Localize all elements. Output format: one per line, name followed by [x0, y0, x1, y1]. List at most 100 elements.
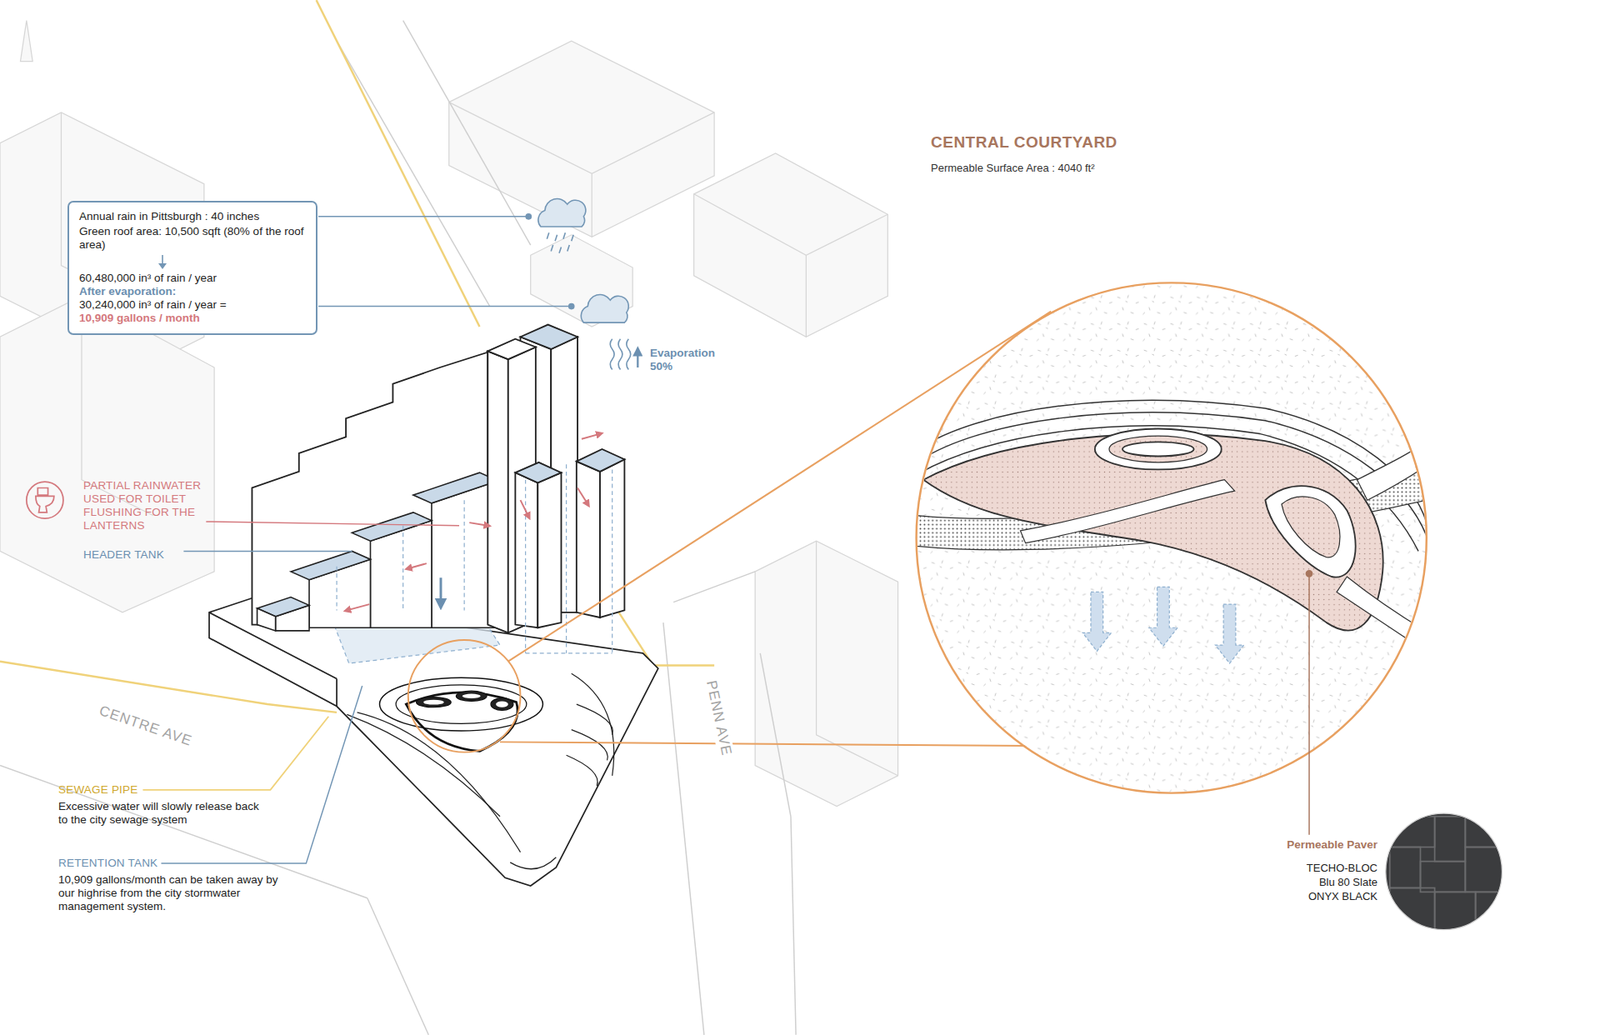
city-context — [591, 173, 593, 237]
city-context — [20, 20, 33, 62]
zoom-callout — [408, 640, 521, 753]
toilet-icon — [26, 481, 64, 519]
infiltration-arrows — [1149, 586, 1178, 646]
box-text: 60,480,000 in³ of rain / year — [79, 271, 306, 285]
courtyard-section — [916, 282, 1427, 793]
site-podium — [510, 857, 556, 870]
site-podium — [571, 730, 609, 761]
site-podium — [209, 597, 659, 887]
city-context — [449, 40, 715, 237]
rain-clouds — [580, 295, 629, 324]
courtyard — [380, 677, 544, 751]
courtyard — [495, 700, 509, 707]
material-label: Permeable Paver — [1191, 838, 1378, 852]
green-roof-steps — [290, 550, 371, 580]
site-podium — [576, 704, 614, 735]
green-roof-steps — [257, 608, 276, 631]
towers — [576, 461, 600, 618]
street-name: PENN AVE — [701, 676, 735, 760]
towers — [515, 472, 538, 628]
towers — [537, 472, 561, 628]
paver-leader — [1305, 570, 1312, 577]
retention-tank-label: RETENTION TANK — [58, 856, 158, 870]
sewage-pipe-label: SEWAGE PIPE — [58, 783, 138, 797]
courtyard — [416, 697, 452, 708]
label-leaders — [183, 550, 352, 552]
water-pipes — [335, 566, 337, 611]
paver-sample — [1435, 891, 1476, 933]
material-spec: Blu 80 Slate — [1191, 875, 1378, 890]
courtyard-section — [1095, 428, 1222, 470]
rain-clouds — [538, 198, 638, 370]
towers — [515, 462, 561, 483]
paver-sample — [1435, 816, 1466, 862]
box-text: After evaporation: — [79, 285, 306, 299]
courtyard — [455, 690, 487, 701]
city-context — [0, 295, 215, 613]
sewage-pipe-lines — [0, 0, 715, 713]
towers — [487, 339, 536, 360]
street-lines — [367, 898, 429, 1035]
toilet-icon — [26, 481, 64, 519]
street-lines — [663, 622, 705, 1035]
flow-arrows — [469, 522, 488, 526]
box-text: 10,909 gallons / month — [79, 311, 306, 325]
flow-arrows — [520, 500, 529, 517]
courtyard-section — [1281, 496, 1340, 558]
note-text: Excessive water will slowly release back… — [58, 800, 267, 827]
section-outline — [916, 282, 1427, 793]
courtyard-section — [1109, 435, 1208, 463]
water-pipes — [525, 652, 613, 654]
paver-sample — [1385, 813, 1506, 933]
flow-arrows — [346, 434, 600, 611]
rain-clouds — [636, 350, 639, 368]
paver-sample — [1390, 847, 1421, 889]
info-leaders — [318, 214, 575, 310]
info-leaders — [318, 215, 529, 218]
street-lines — [0, 20, 796, 1035]
street-name: CENTRE AVE — [94, 701, 196, 751]
zoom-callout — [500, 741, 1061, 746]
paver-sample — [1385, 813, 1503, 930]
info-box: Annual rain in Pittsburgh : 40 inchesGre… — [67, 200, 318, 335]
courtyard-section — [1122, 441, 1195, 456]
towers — [487, 325, 625, 634]
street-lines — [673, 571, 755, 603]
note-text: 10,909 gallons/month can be taken away b… — [58, 873, 292, 914]
evaporation-label: Evaporation 50% — [650, 346, 727, 374]
green-roof-steps — [351, 512, 432, 541]
paver-leader — [1305, 570, 1312, 835]
flow-arrows — [440, 577, 443, 605]
rain-clouds — [538, 198, 586, 227]
info-leaders — [525, 214, 531, 220]
flow-arrows — [581, 434, 600, 440]
courtyard-section — [916, 282, 1430, 793]
water-pipes — [611, 469, 613, 653]
paver-sample — [1390, 816, 1435, 848]
green-roof-steps — [413, 472, 499, 504]
area-note: Permeable Surface Area : 4040 ft² — [930, 161, 1095, 175]
water-pipes — [464, 500, 465, 610]
flow-arrows — [408, 563, 427, 569]
label-leaders — [160, 685, 362, 864]
infiltration-arrows — [1215, 604, 1244, 664]
infiltration-arrows — [1082, 591, 1111, 651]
site-podium — [209, 597, 659, 887]
city-context — [816, 540, 899, 776]
site-podium — [335, 678, 338, 706]
box-text: Annual rain in Pittsburgh : 40 inches — [79, 210, 306, 224]
courtyard — [423, 700, 444, 705]
paver-sample — [1385, 813, 1503, 930]
flow-arrows — [346, 604, 370, 610]
paver-leader — [1308, 573, 1310, 835]
sewage-pipe-lines — [316, 0, 480, 327]
material-spec: TECHO-BLOC — [1191, 861, 1378, 875]
courtyard — [380, 677, 544, 731]
city-context — [530, 235, 633, 327]
city-context — [0, 20, 899, 807]
infiltration-arrows — [1082, 586, 1244, 664]
courtyard-section — [916, 282, 1427, 793]
label-leaders — [205, 521, 460, 526]
